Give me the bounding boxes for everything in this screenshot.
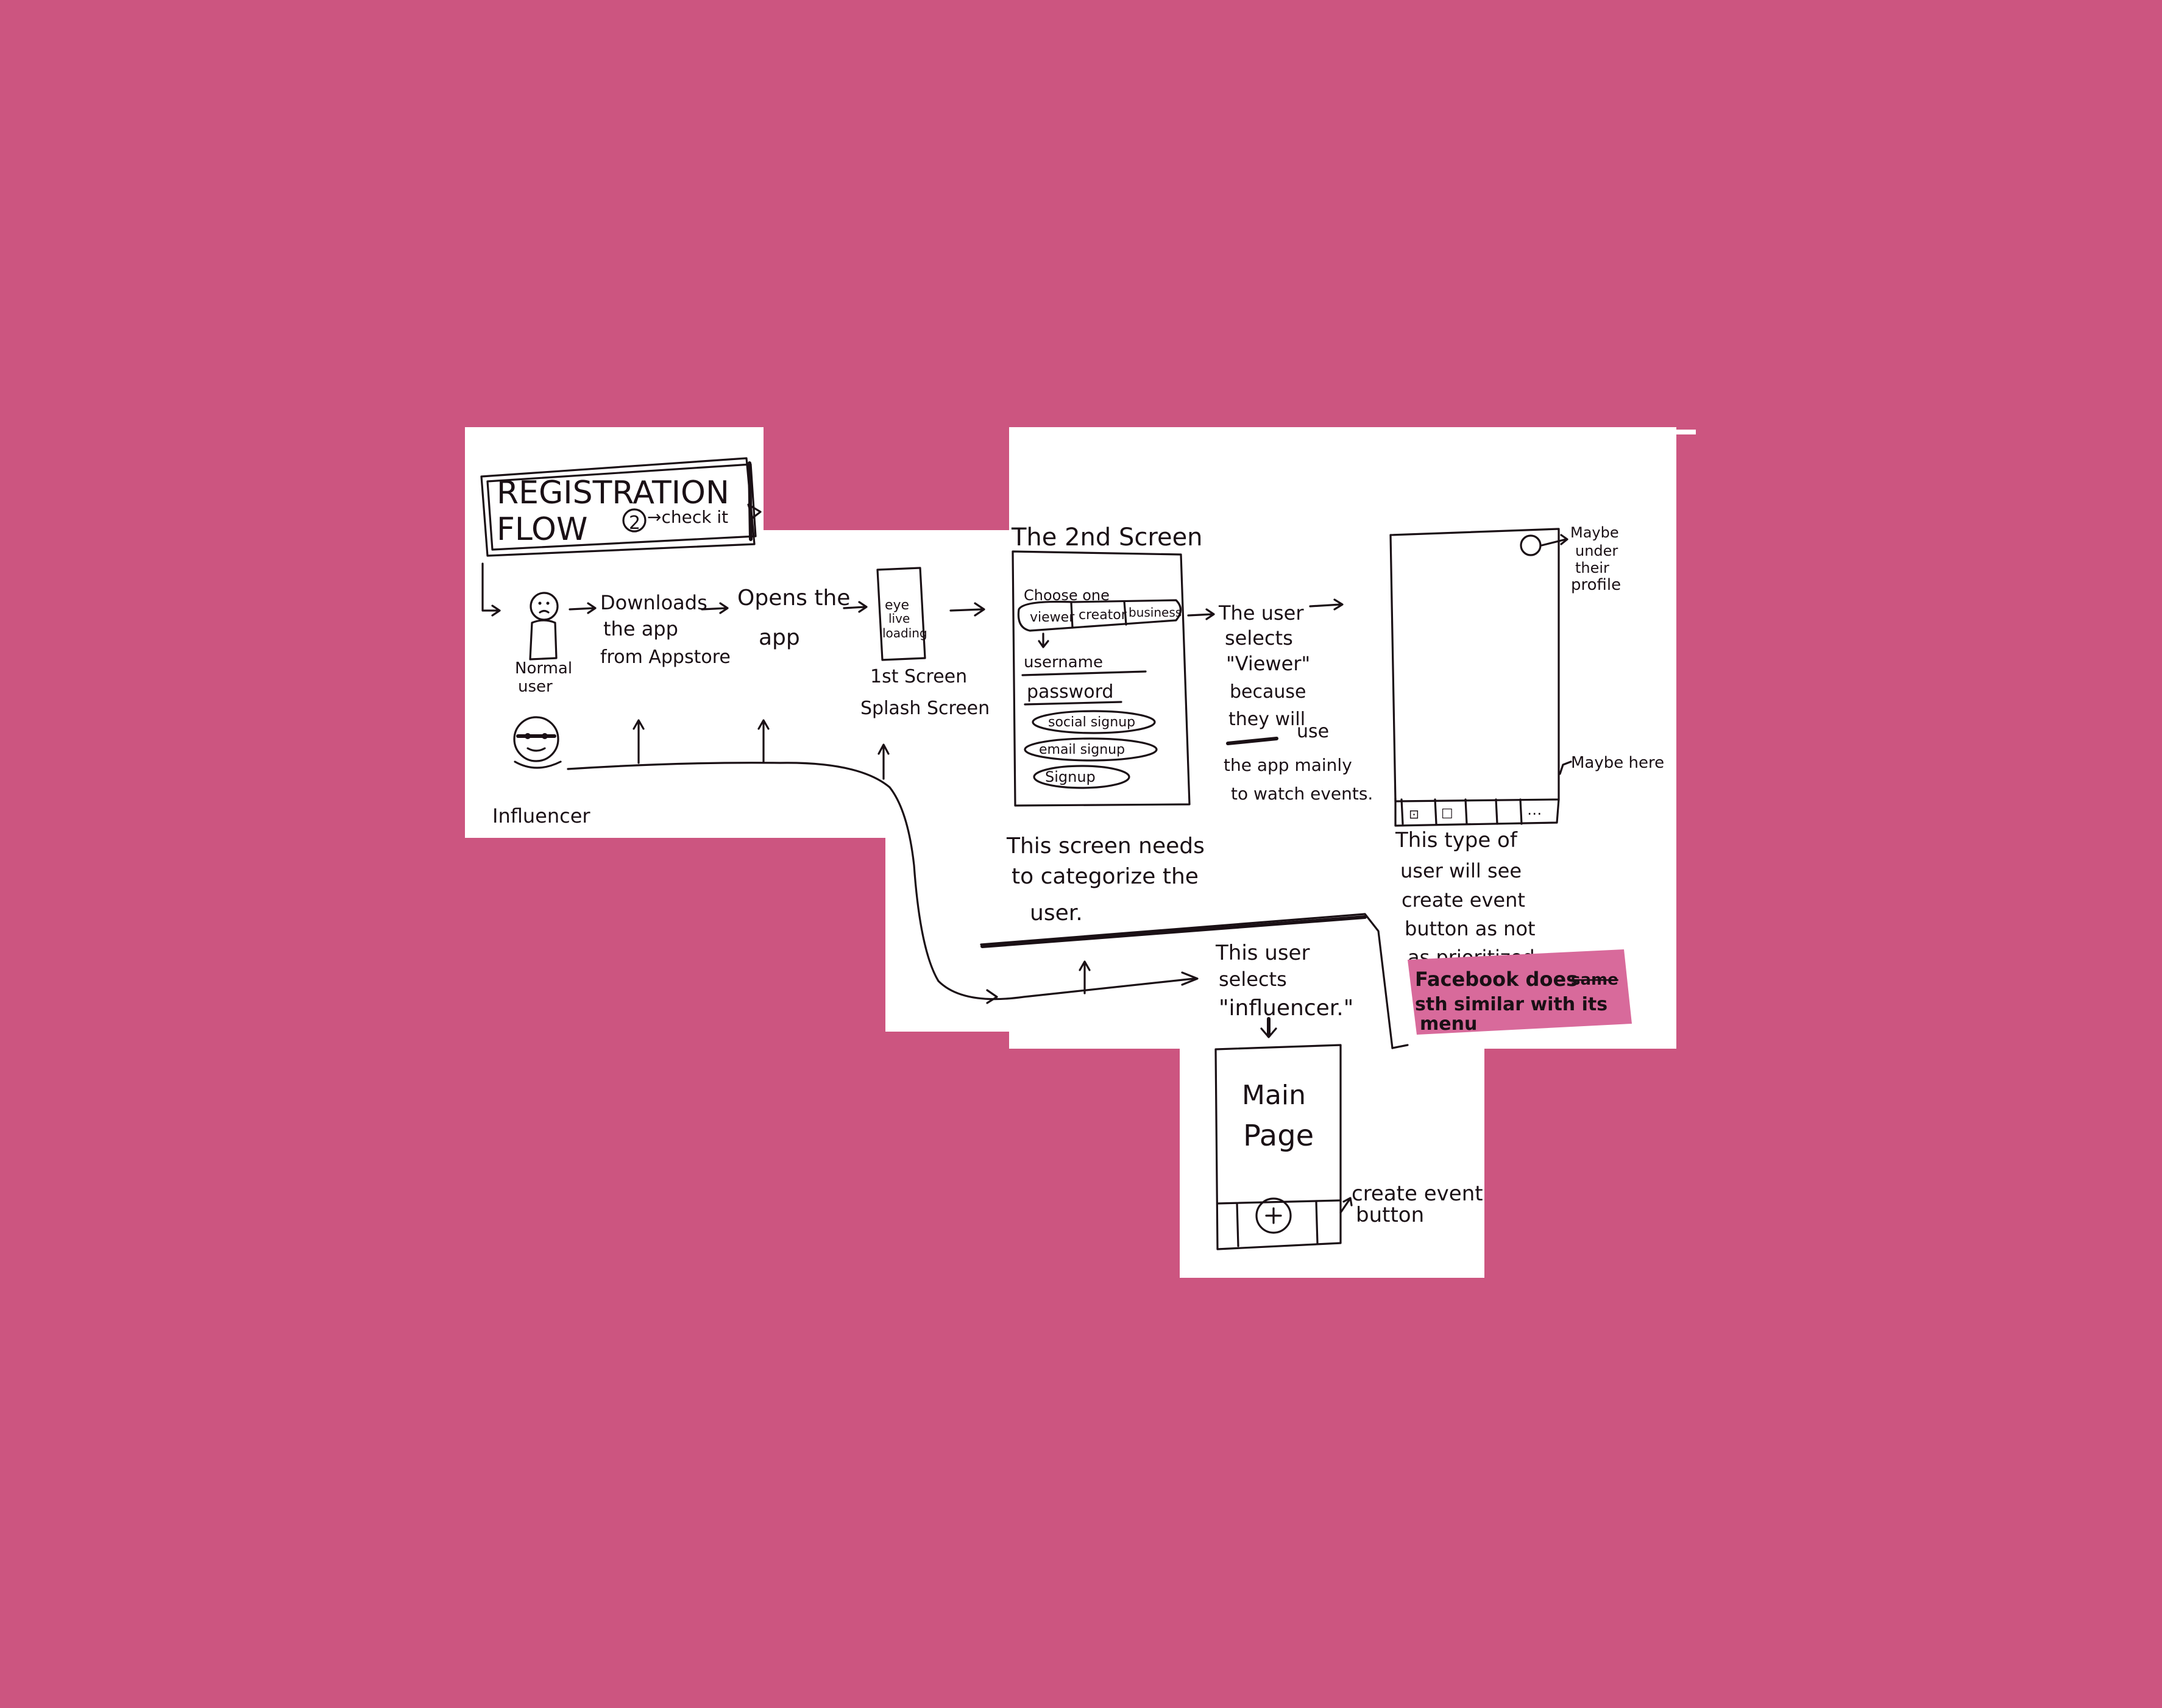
signup-button[interactable] bbox=[1033, 765, 1130, 789]
email-signup-label: email signup bbox=[1039, 742, 1125, 757]
downloads-line3: from Appstore bbox=[600, 647, 731, 668]
paper-sheets bbox=[465, 427, 1696, 1278]
viewer-note: The user selects "Viewer" because they w… bbox=[1218, 601, 1373, 804]
option-business[interactable]: business bbox=[1129, 605, 1182, 620]
arrow-to-opens bbox=[701, 607, 728, 611]
viewer-phone-note-1: This type of bbox=[1395, 828, 1518, 852]
highlight-struck-word: same bbox=[1571, 971, 1618, 989]
normal-user-label-2: user bbox=[518, 678, 553, 696]
splash-screen-line2: live bbox=[888, 611, 910, 626]
splash-screen-line1: eye bbox=[885, 598, 909, 613]
viewer-main-phone: ⊡ ☐ ⋯ bbox=[1389, 528, 1560, 827]
influencer-note-2: selects bbox=[1219, 968, 1287, 991]
bottom-note: Maybe here bbox=[1571, 754, 1664, 772]
create-event-line2: button bbox=[1356, 1203, 1424, 1227]
create-event-line1: create event bbox=[1352, 1182, 1483, 1206]
title-line2: FLOW bbox=[497, 511, 587, 548]
title-note: →check it bbox=[647, 507, 728, 527]
second-screen-note-1: This screen needs bbox=[1006, 834, 1205, 859]
splash-caption-2: Splash Screen bbox=[860, 698, 990, 719]
password-field[interactable]: password bbox=[1027, 681, 1113, 703]
masked-person-icon bbox=[513, 716, 562, 769]
influencer-note-1: This user bbox=[1215, 941, 1310, 965]
plus-icon bbox=[1265, 1207, 1282, 1224]
viewer-note-7: the app mainly bbox=[1224, 755, 1352, 775]
splash-caption-1: 1st Screen bbox=[870, 666, 967, 687]
top-note-1: Maybe bbox=[1570, 524, 1619, 541]
arrow-to-create-note bbox=[1339, 1198, 1351, 1214]
arrow-to-second-screen bbox=[949, 608, 984, 612]
downloads-line2: the app bbox=[603, 617, 678, 640]
normal-user-label-1: Normal bbox=[515, 659, 572, 678]
tab-bar-icon-1[interactable]: ⊡ bbox=[1409, 807, 1419, 821]
viewer-note-3: "Viewer" bbox=[1226, 652, 1310, 675]
viewer-note-2: selects bbox=[1225, 626, 1293, 650]
arrow-to-downloads bbox=[569, 607, 595, 611]
arrow-to-viewer-phone bbox=[1309, 603, 1342, 608]
create-event-button[interactable] bbox=[1255, 1197, 1292, 1234]
influencer-flow-line bbox=[567, 762, 1196, 1001]
option-viewer[interactable]: viewer bbox=[1030, 610, 1075, 625]
viewer-note-5: they will bbox=[1228, 709, 1305, 730]
splash-screen-line3: loading bbox=[882, 626, 927, 640]
viewer-phone-note-4: button as not bbox=[1405, 917, 1536, 940]
second-screen-note-2: to categorize the bbox=[1012, 864, 1199, 889]
viewer-note-8: to watch events. bbox=[1231, 784, 1373, 804]
second-screen-phone: Choose one viewer creator business usern… bbox=[1012, 550, 1191, 807]
start-arrow bbox=[481, 562, 500, 612]
signup-label: Signup bbox=[1045, 768, 1096, 785]
influencer-label: Influencer bbox=[492, 804, 590, 827]
username-field[interactable]: username bbox=[1024, 653, 1103, 672]
email-signup-button[interactable] bbox=[1024, 737, 1158, 762]
highlight-line-1: Facebook does bbox=[1415, 968, 1578, 991]
facebook-highlight-note: Facebook does same sth similar with its … bbox=[1408, 949, 1632, 1035]
downloads-line1: Downloads bbox=[600, 591, 707, 614]
arrow-to-bottom-note bbox=[1559, 760, 1572, 775]
viewer-phone-note-3: create event bbox=[1402, 888, 1525, 912]
scribble-out bbox=[1226, 737, 1278, 745]
second-screen-title: The 2nd Screen bbox=[1011, 523, 1203, 551]
opens-line1: Opens the bbox=[737, 586, 850, 611]
normal-user-actor: Normal user bbox=[515, 592, 572, 696]
arrow-to-top-note bbox=[1540, 538, 1567, 547]
tab-bar-icon-2[interactable]: ☐ bbox=[1441, 807, 1453, 822]
option-creator[interactable]: creator bbox=[1079, 608, 1127, 623]
title-box: REGISTRATION FLOW 2 →check it bbox=[480, 457, 762, 557]
viewer-return-line bbox=[980, 913, 1394, 1049]
influencer-main-phone: Main Page bbox=[1214, 1044, 1342, 1250]
person-icon bbox=[529, 592, 559, 661]
role-toggle[interactable] bbox=[1017, 599, 1182, 632]
top-note-2: under bbox=[1575, 542, 1618, 559]
top-note-3: their bbox=[1575, 559, 1609, 576]
influencer-actor: Influencer bbox=[492, 716, 590, 827]
main-page-line1: Main bbox=[1242, 1080, 1306, 1111]
arrow-to-viewer-note bbox=[1187, 613, 1214, 617]
social-signup-button[interactable] bbox=[1032, 710, 1156, 734]
highlight-line-3: menu bbox=[1420, 1013, 1477, 1035]
title-line1: REGISTRATION bbox=[497, 475, 729, 511]
second-screen-note-3: user. bbox=[1030, 901, 1083, 926]
main-page-line2: Page bbox=[1243, 1119, 1314, 1153]
social-signup-label: social signup bbox=[1048, 715, 1135, 730]
viewer-note-1: The user bbox=[1218, 601, 1304, 625]
highlight-line-2: sth similar with its bbox=[1415, 994, 1607, 1015]
arrow-to-splash bbox=[843, 606, 867, 609]
profile-icon[interactable] bbox=[1520, 534, 1542, 556]
splash-screen-phone: eye live loading bbox=[876, 567, 927, 661]
menu-dots-icon[interactable]: ⋯ bbox=[1527, 805, 1542, 822]
top-note-4: profile bbox=[1571, 576, 1621, 594]
opens-line2: app bbox=[759, 625, 800, 650]
viewer-note-6: use bbox=[1297, 721, 1329, 742]
viewer-note-4: because bbox=[1230, 681, 1306, 703]
viewer-phone-note-2: user will see bbox=[1400, 859, 1522, 882]
influencer-note-3: "influencer." bbox=[1219, 996, 1353, 1021]
title-number: 2 bbox=[629, 512, 640, 534]
